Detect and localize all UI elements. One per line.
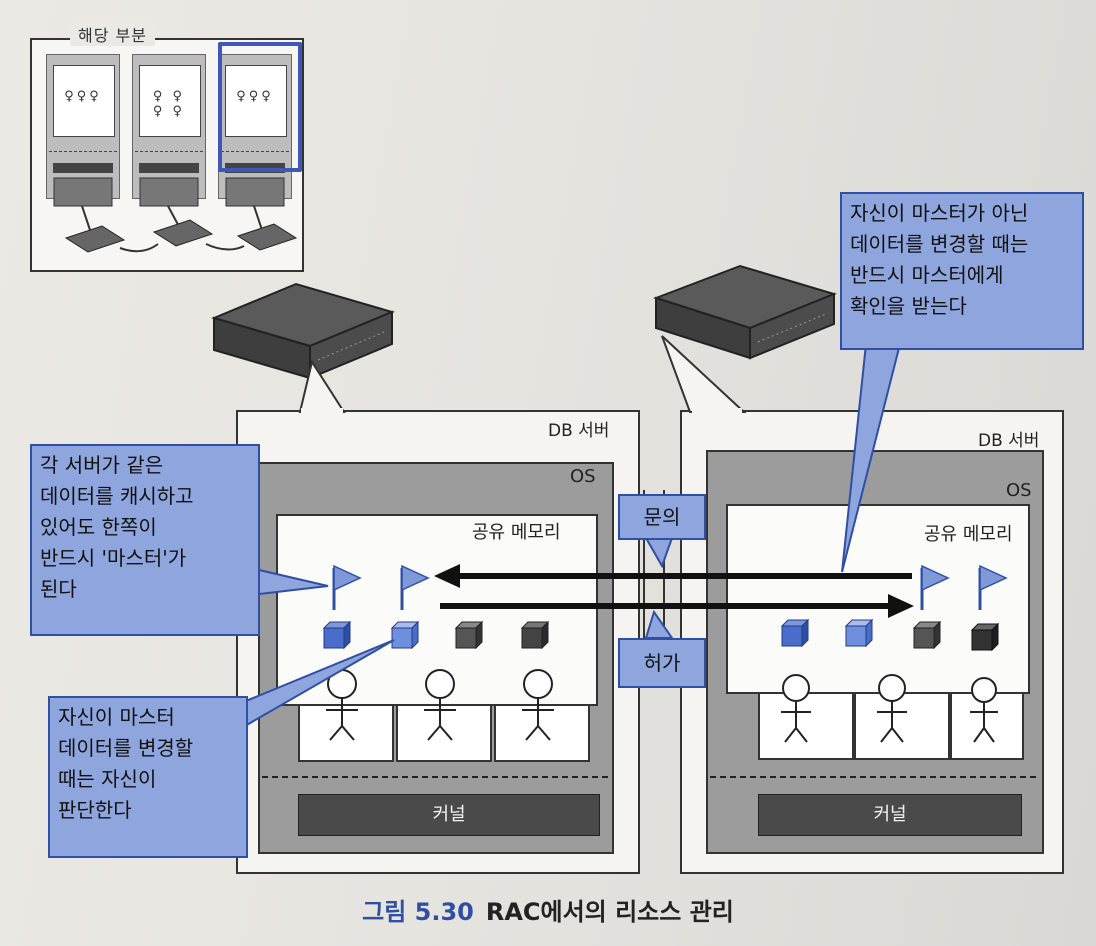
query-arrow [434, 564, 912, 588]
thumb-network-icon [53, 177, 298, 253]
callout-self-decide-line-2: 데이터를 변경할 [58, 736, 194, 760]
left-master-flag-2 [400, 564, 430, 610]
left-os-label: OS [570, 466, 596, 487]
overview-thumbnail: ♀♀♀ ♀ ♀♀ ♀ ♀♀♀ [30, 38, 304, 272]
right-process-figures [781, 674, 998, 743]
callout-self-decide: 자신이 마스터 데이터를 변경할 때는 자신이 판단한다 [48, 696, 248, 858]
figure-caption: 그림 5.30 RAC에서의 리소스 관리 [0, 892, 1096, 927]
callout-ask-master: 자신이 마스터가 아닌 데이터를 변경할 때는 반드시 마스터에게 확인을 받는… [840, 192, 1084, 350]
callout-ask-master-line-1: 자신이 마스터가 아닌 [850, 201, 1029, 225]
right-server-rack-icon [652, 264, 838, 360]
right-master-flag-2 [978, 564, 1008, 610]
right-data-block-blue-2 [844, 618, 874, 648]
left-data-block-blue-1 [322, 620, 352, 650]
callout-master-cache-line-5: 된다 [40, 577, 77, 601]
left-data-block-blue-2 [390, 620, 420, 650]
figure-number: 그림 5.30 [362, 898, 474, 926]
left-os-divider [262, 776, 608, 778]
left-server-label: DB 서버 [548, 421, 610, 441]
thumb-server-2: ♀ ♀♀ ♀ [132, 54, 206, 199]
callout-ask-master-line-3: 반드시 마스터에게 [850, 263, 1004, 287]
right-data-block-gray-2 [970, 622, 1000, 652]
right-server-label: DB 서버 [978, 431, 1040, 451]
left-shared-memory-label: 공유 메모리 [472, 522, 561, 543]
left-kernel: 커널 [298, 794, 600, 836]
callout-self-decide-line-3: 때는 자신이 [58, 767, 157, 791]
thumb-highlight [218, 42, 302, 172]
right-data-block-blue-1 [780, 618, 810, 648]
right-shared-memory-label: 공유 메모리 [924, 524, 1013, 545]
left-master-flag-1 [332, 564, 362, 610]
thumbnail-title: 해당 부분 [70, 22, 155, 46]
callout-master-cache: 각 서버가 같은 데이터를 캐시하고 있어도 한쪽이 반드시 '마스터'가 된다 [30, 444, 260, 636]
callout-ask-master-line-2: 데이터를 변경할 때는 [850, 232, 1029, 256]
right-os-divider [710, 776, 1036, 778]
permission-tag: 허가 [618, 638, 706, 688]
callout-master-cache-line-1: 각 서버가 같은 [40, 453, 164, 477]
thumb-server-1: ♀♀♀ [46, 54, 120, 199]
permission-arrow [440, 594, 914, 618]
figure-title: RAC에서의 리소스 관리 [485, 898, 734, 926]
callout-master-cache-line-2: 데이터를 캐시하고 [40, 484, 194, 508]
callout-master-cache-line-3: 있어도 한쪽이 [40, 515, 157, 539]
callout-master-cache-line-4: 반드시 '마스터'가 [40, 546, 187, 570]
right-os-label: OS [1006, 480, 1032, 501]
callout-ask-master-line-4: 확인을 받는다 [850, 294, 967, 318]
query-tag: 문의 [618, 494, 706, 540]
left-process-figures [326, 669, 554, 741]
left-data-block-gray-2 [520, 620, 550, 650]
right-data-block-gray-1 [912, 620, 942, 650]
left-server-rack-icon [210, 282, 396, 380]
right-master-flag-1 [920, 564, 950, 610]
callout-self-decide-line-1: 자신이 마스터 [58, 705, 175, 729]
left-data-block-gray-1 [454, 620, 484, 650]
right-kernel: 커널 [758, 794, 1022, 836]
callout-self-decide-line-4: 판단한다 [58, 798, 132, 822]
